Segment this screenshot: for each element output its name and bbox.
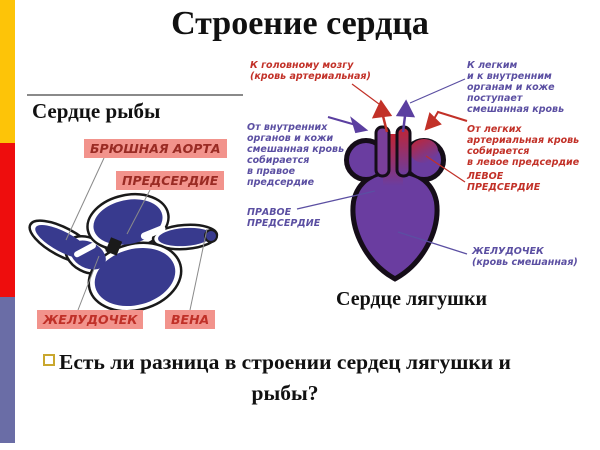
arrow-to-brain-head [371,99,393,119]
fish-label-atrium: ПРЕДСЕРДИЕ [116,171,225,190]
frog-annotation-to-brain: К головному мозгу (кровь артериальная) [250,60,371,82]
fish-label-vein: ВЕНА [165,310,216,329]
frog-blood-flow-arrows [327,99,468,134]
bullet-square-icon [43,354,55,366]
question-block: Есть ли разница в строении сердец лягушк… [42,347,512,409]
frog-heart-heading: Сердце лягушки [336,288,487,310]
fish-heart-heading: Сердце рыбы [32,99,161,123]
fish-label-ventral-aorta: БРЮШНАЯ АОРТА [84,139,227,158]
frog-heart-drawing [344,125,446,282]
frog-label-left-atrium: ЛЕВОЕ ПРЕДСЕРДИЕ [467,171,541,193]
question-text: Есть ли разница в строении сердец лягушк… [59,350,511,405]
frog-annotation-to-lungs: К легким и к внутренним органам и коже п… [467,60,565,115]
arrow-from-organs-head [350,116,369,134]
edge-bar-red [0,143,15,297]
frog-label-right-atrium: ПРАВОЕ ПРЕДСЕРДИЕ [247,207,321,229]
frog-connector-lines [296,78,468,255]
arrow-from-lungs-head [424,112,442,131]
frog-vessel-right [395,125,412,178]
frog-annotation-from-lungs: От легких артериальная кровь собирается … [467,124,580,168]
arrow-to-lungs-stem [401,115,407,133]
edge-bar-slate [0,297,15,443]
fish-label-ventricle: ЖЕЛУДОЧЕК [37,310,144,329]
frog-annotation-from-organs: От внутренних органов и кожи смешанная к… [247,122,345,188]
arrow-from-lungs-stem [433,110,468,122]
frog-vessel-left [374,125,391,178]
edge-bar-yellow [0,0,15,143]
arrow-to-lungs-head [395,99,416,118]
arrow-to-brain-stem [381,115,389,133]
frog-left-atrium-red-area [410,139,438,163]
fish-heart-drawing [28,192,219,313]
slide-title: Строение сердца [171,5,429,42]
arrow-from-organs-stem [327,116,357,126]
fish-connector-lines [65,157,208,311]
frog-label-ventricle: ЖЕЛУДОЧЕК (кровь смешанная) [472,246,578,268]
